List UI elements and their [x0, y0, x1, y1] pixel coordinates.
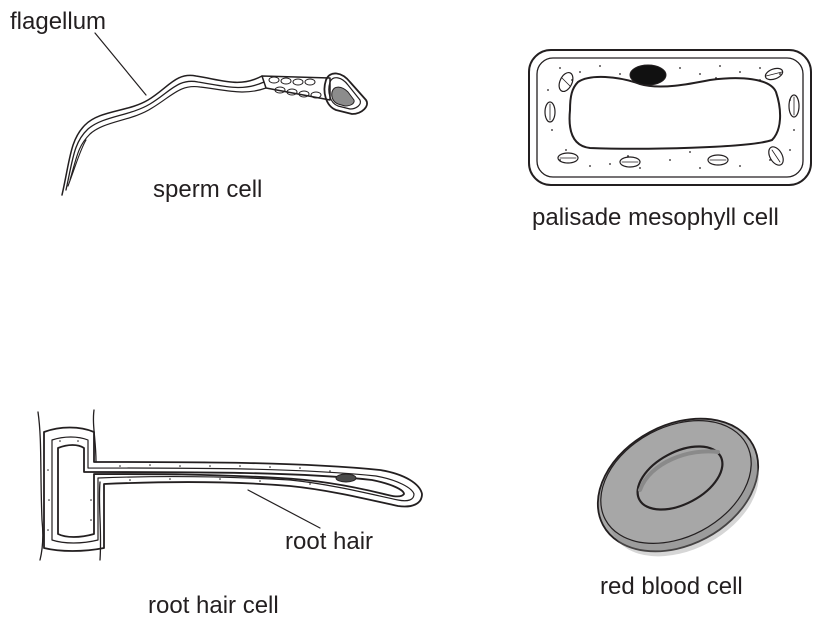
root-hair-vacuole: [58, 445, 404, 537]
flagellum-label: flagellum: [10, 10, 106, 34]
root-hair-nucleus: [336, 474, 356, 482]
root-hair-label: root hair: [285, 530, 373, 554]
sperm-nucleus: [332, 87, 354, 106]
sperm-cell-label: sperm cell: [153, 178, 262, 202]
palisade-cell-wall: [529, 50, 811, 185]
palisade-nucleus: [630, 65, 666, 85]
root-hair-cell-label: root hair cell: [148, 594, 279, 618]
red-blood-cell-label: red blood cell: [600, 575, 743, 599]
palisade-cell-drawing: [529, 50, 811, 185]
red-blood-cell-drawing: [575, 392, 781, 580]
sperm-cell-drawing: [62, 33, 367, 195]
palisade-mesophyll-cell-label: palisade mesophyll cell: [532, 206, 779, 230]
root-hair-leader-line: [248, 490, 320, 528]
flagellum-leader-line: [95, 33, 146, 95]
vacuole: [570, 77, 781, 149]
